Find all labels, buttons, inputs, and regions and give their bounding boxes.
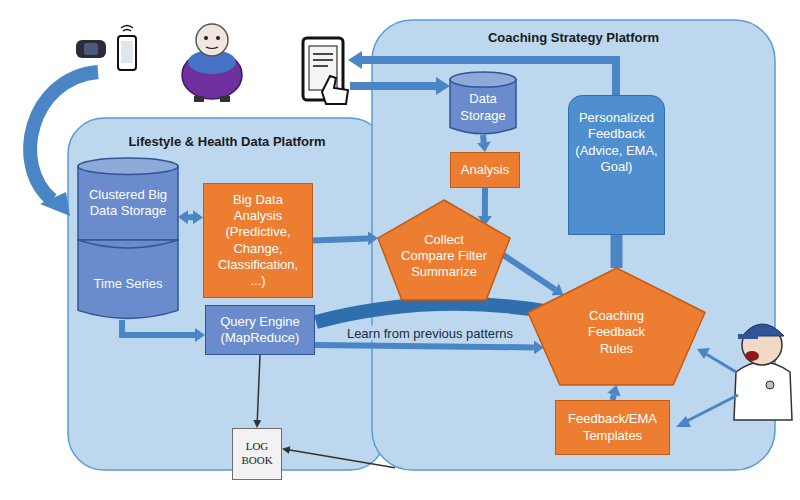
- phone-screen: [121, 41, 133, 63]
- coach-whistle: [766, 381, 774, 389]
- flow-arrow: [313, 238, 368, 240]
- coach-figure: [734, 324, 792, 420]
- node-label: Big Data Analysis (Predictive, Change, C…: [210, 192, 306, 290]
- template-box: Feedback/EMA Templates: [555, 400, 670, 455]
- platform-region: Coaching Strategy PlatformData StorageAn…: [372, 20, 775, 470]
- user-foot: [194, 96, 204, 102]
- data-flow-arrowhead: [40, 192, 70, 216]
- upload-arrowhead: [436, 77, 450, 95]
- coach-arrowhead: [697, 348, 710, 359]
- learning-band: [316, 304, 550, 322]
- log-connector: [257, 355, 260, 420]
- flow-arrow: [482, 188, 488, 216]
- platform-region-ground: [68, 118, 386, 470]
- coach-body: [734, 362, 792, 420]
- wristband: [76, 40, 106, 58]
- wearable-devices: [76, 26, 136, 71]
- wristband-screen: [84, 43, 98, 55]
- node-label: Query Engine (MapReduce): [212, 314, 308, 347]
- flow-arrow: [480, 135, 487, 142]
- node-label: LOG BOOK: [236, 440, 278, 468]
- node-label: Coaching Feedback Rules: [575, 308, 659, 357]
- flow-arrow: [611, 235, 623, 268]
- rules-pentagon: Coaching Feedback Rules: [528, 268, 705, 385]
- database-cylinder: Clustered Big Data Storage: [78, 158, 178, 240]
- user-figure: [182, 24, 242, 102]
- feedback-box: Personalized Feedback (Advice, EMA, Goal…: [568, 95, 665, 235]
- node-label: Personalized Feedback (Advice, EMA, Goal…: [575, 110, 658, 175]
- flow-arrow: [503, 255, 555, 289]
- node-label: Clustered Big Data Storage: [82, 187, 174, 220]
- user-mouth: [206, 47, 218, 49]
- log-book: LOG BOOK: [232, 428, 282, 480]
- platform-region: Lifestyle & Health Data PlatformClustere…: [68, 118, 386, 470]
- process-pentagon: Collect Compare Filter Summarize: [378, 200, 510, 300]
- node-label: Time Series: [94, 276, 163, 292]
- region-title: Lifestyle & Health Data Platform: [68, 134, 386, 150]
- coach-cap-brim: [738, 334, 758, 339]
- wifi-signal: [121, 26, 133, 32]
- database-cylinder: Time Series: [78, 240, 178, 320]
- flow-arrow: [315, 345, 534, 347]
- node-label: Feedback/EMA Templates: [562, 411, 663, 444]
- user-eye: [204, 36, 208, 40]
- tablet-lines: [313, 54, 333, 66]
- upload-arrow: [350, 82, 438, 90]
- coach-arrow: [706, 354, 736, 372]
- flow-arrow: [122, 320, 195, 335]
- node-label: Analysis: [461, 162, 509, 178]
- coach-mouth: [745, 351, 759, 361]
- coach-arrowhead: [676, 416, 691, 427]
- feedback-arrowhead: [348, 51, 362, 69]
- phone: [118, 36, 136, 70]
- coach-arrow: [685, 395, 738, 422]
- log-connector: [290, 450, 395, 468]
- process-box: Big Data Analysis (Predictive, Change, C…: [203, 183, 313, 298]
- region-title: Coaching Strategy Platform: [372, 30, 775, 46]
- process-box: Analysis: [450, 152, 520, 188]
- user-head: [196, 24, 228, 56]
- pointing-hand: [322, 76, 348, 104]
- database-cylinder: Data Storage: [450, 72, 516, 135]
- node-label: Collect Compare Filter Summarize: [401, 232, 487, 281]
- edge-label: Learn from previous patterns: [344, 326, 516, 341]
- user-eye: [216, 36, 220, 40]
- user-foot: [220, 96, 230, 102]
- query-box: Query Engine (MapReduce): [205, 305, 315, 355]
- tablet-device: [303, 38, 348, 104]
- node-label: Data Storage: [454, 91, 512, 124]
- flow-arrow: [188, 214, 193, 220]
- user-body: [182, 51, 242, 99]
